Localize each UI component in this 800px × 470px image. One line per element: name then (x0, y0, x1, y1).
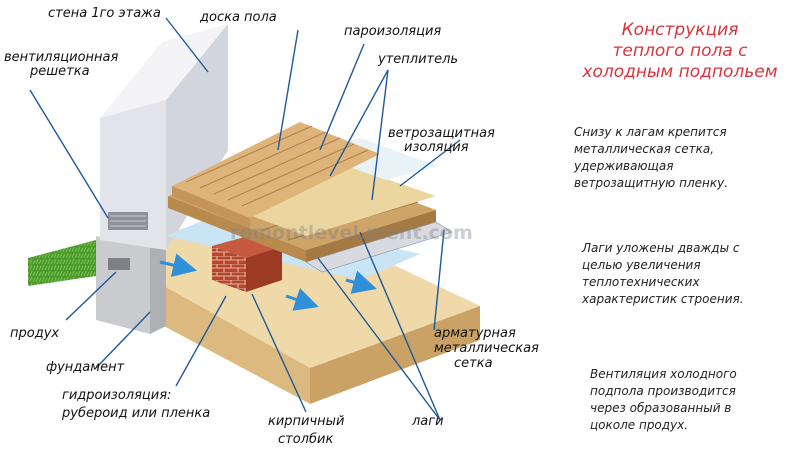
label-vent-grille-line2: решетка (30, 64, 90, 79)
note-ventilation-line4: цоколе продух. (590, 418, 689, 432)
label-mesh-line2: металлическая (434, 341, 539, 356)
label-brick-post-line2: столбик (278, 432, 334, 447)
watermark: remontlevel.ment.com (230, 222, 473, 244)
title-line1: Конструкция (621, 20, 739, 40)
note-ventilation-line3: через образованный в (590, 401, 732, 415)
label-foundation: фундамент (46, 360, 125, 375)
note-joists: Лаги уложены дважды с целью увеличения т… (582, 240, 744, 308)
note-joists-line4: характеристик строения. (582, 292, 744, 306)
airflow-arrows (159, 253, 377, 311)
note-mesh-line1: Снизу к лагам крепится (574, 125, 727, 139)
note-joists-line3: теплотехнических (582, 275, 700, 289)
grass-strip (28, 240, 96, 286)
note-joists-line2: целью увеличения (582, 258, 701, 272)
note-joists-line1: Лаги уложены дважды с (582, 241, 740, 255)
label-waterproofing-line2: рубероид или пленка (62, 406, 211, 421)
note-ventilation: Вентиляция холодного подпола производитс… (590, 366, 737, 434)
note-mesh-line2: металлическая сетка, (574, 142, 715, 156)
label-wall: стена 1го этажа (48, 6, 161, 21)
label-vapor-barrier: пароизоляция (344, 24, 442, 39)
title-line2: теплого пола с (612, 41, 748, 61)
label-brick-post-line1: кирпичный (268, 414, 345, 429)
label-windproof-line1: ветрозащитная (388, 126, 495, 141)
floor-boards (172, 122, 380, 228)
label-insulation: утеплитель (378, 52, 459, 67)
note-mesh: Снизу к лагам крепится металлическая сет… (574, 124, 728, 192)
leader-lines (29, 17, 461, 421)
foundation-block (96, 236, 166, 334)
label-joists: лаги (412, 414, 444, 429)
label-windproof-line2: изоляция (404, 140, 469, 155)
label-waterproofing-line1: гидроизоляция: (62, 388, 172, 403)
title-line3: холодным подпольем (582, 62, 778, 82)
diagram-title: Конструкция теплого пола с холодным подп… (560, 20, 800, 83)
label-mesh-line3: сетка (454, 356, 493, 371)
note-mesh-line4: ветрозащитную пленку. (574, 176, 729, 190)
label-vent-hole: продух (10, 326, 60, 341)
note-mesh-line3: удерживающая (574, 159, 674, 173)
label-floorboard: доска пола (200, 10, 277, 25)
note-ventilation-line2: подпола производится (590, 384, 736, 398)
label-vent-grille-line1: вентиляционная (4, 50, 119, 65)
note-ventilation-line1: Вентиляция холодного (590, 367, 737, 381)
label-mesh-line1: арматурная (434, 326, 516, 341)
